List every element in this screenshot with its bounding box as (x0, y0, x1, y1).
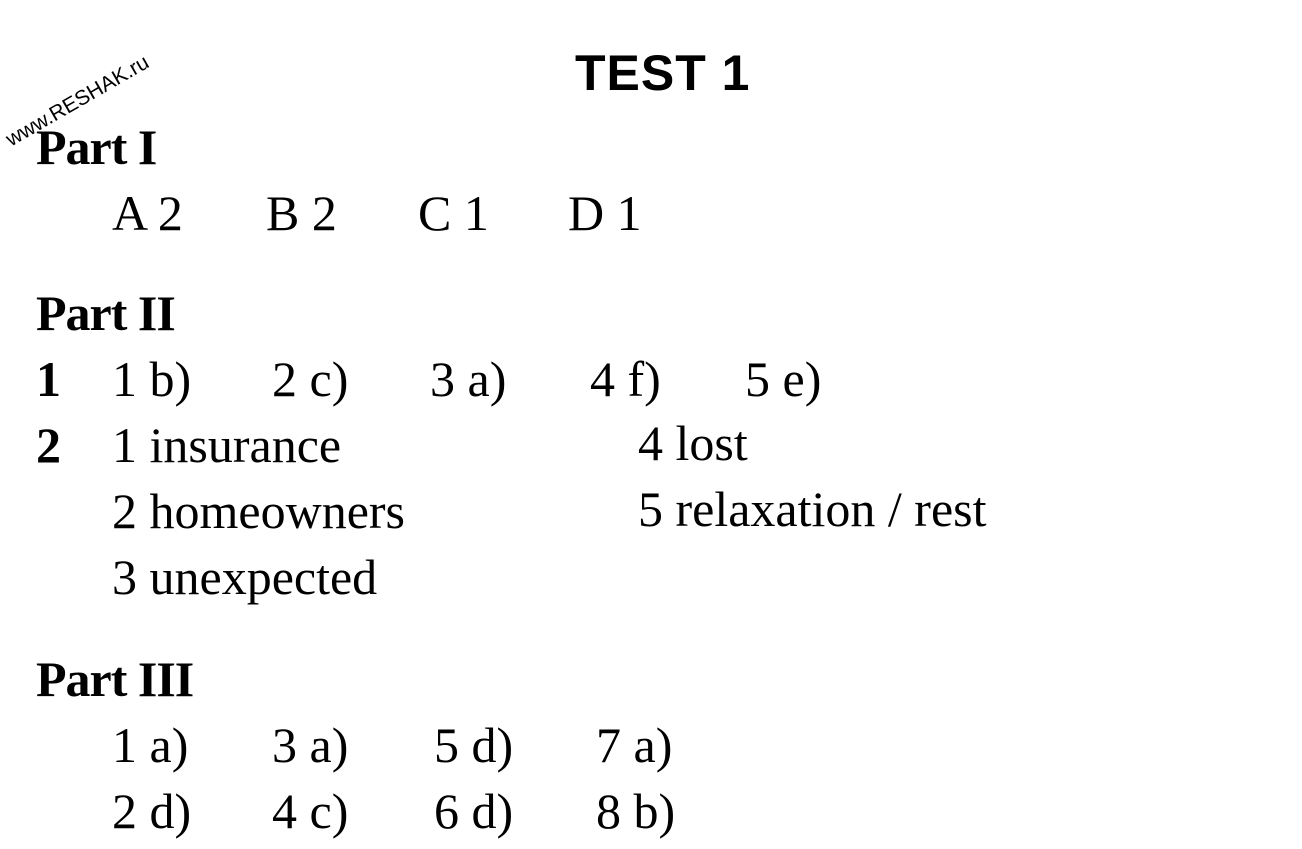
part3-answer-4: 4 c) (272, 783, 349, 839)
part2-task1-answer-3: 3 a) (430, 351, 507, 407)
part2-task1-answer-1: 1 b) (112, 351, 192, 407)
part2-task1-answer-4: 4 f) (590, 351, 661, 407)
part2-task2-answer-1: 1 insurance (112, 417, 342, 473)
part1-answer-C: C 1 (418, 185, 489, 241)
part2-task2-number: 2 (36, 417, 61, 473)
part1-answer-B: B 2 (266, 185, 337, 241)
part3-answer-6: 6 d) (434, 783, 514, 839)
part2-task1-number: 1 (36, 351, 61, 407)
part2-task1-answer-2: 2 c) (272, 351, 349, 407)
part3-answer-3: 3 a) (272, 717, 349, 773)
part3-heading: Part III (36, 651, 194, 707)
part3-answer-2: 2 d) (112, 783, 192, 839)
part3-answer-7: 7 a) (596, 717, 673, 773)
part3-answer-8: 8 b) (596, 783, 676, 839)
part3-answer-5: 5 d) (434, 717, 514, 773)
part2-task1-answer-5: 5 e) (745, 351, 822, 407)
part2-task2-answer-2: 2 homeowners (112, 483, 405, 539)
part1-answer-D: D 1 (568, 185, 642, 241)
page-title: TEST 1 (575, 45, 751, 101)
part2-task2-answer-5: 5 relaxation / rest (638, 481, 987, 537)
part1-answer-A: A 2 (112, 185, 183, 241)
part3-answer-1: 1 a) (112, 717, 189, 773)
part2-task2-answer-4: 4 lost (638, 415, 748, 471)
part2-task2-answer-3: 3 unexpected (112, 549, 378, 605)
part2-heading: Part II (36, 285, 176, 341)
part1-heading: Part I (36, 119, 157, 175)
